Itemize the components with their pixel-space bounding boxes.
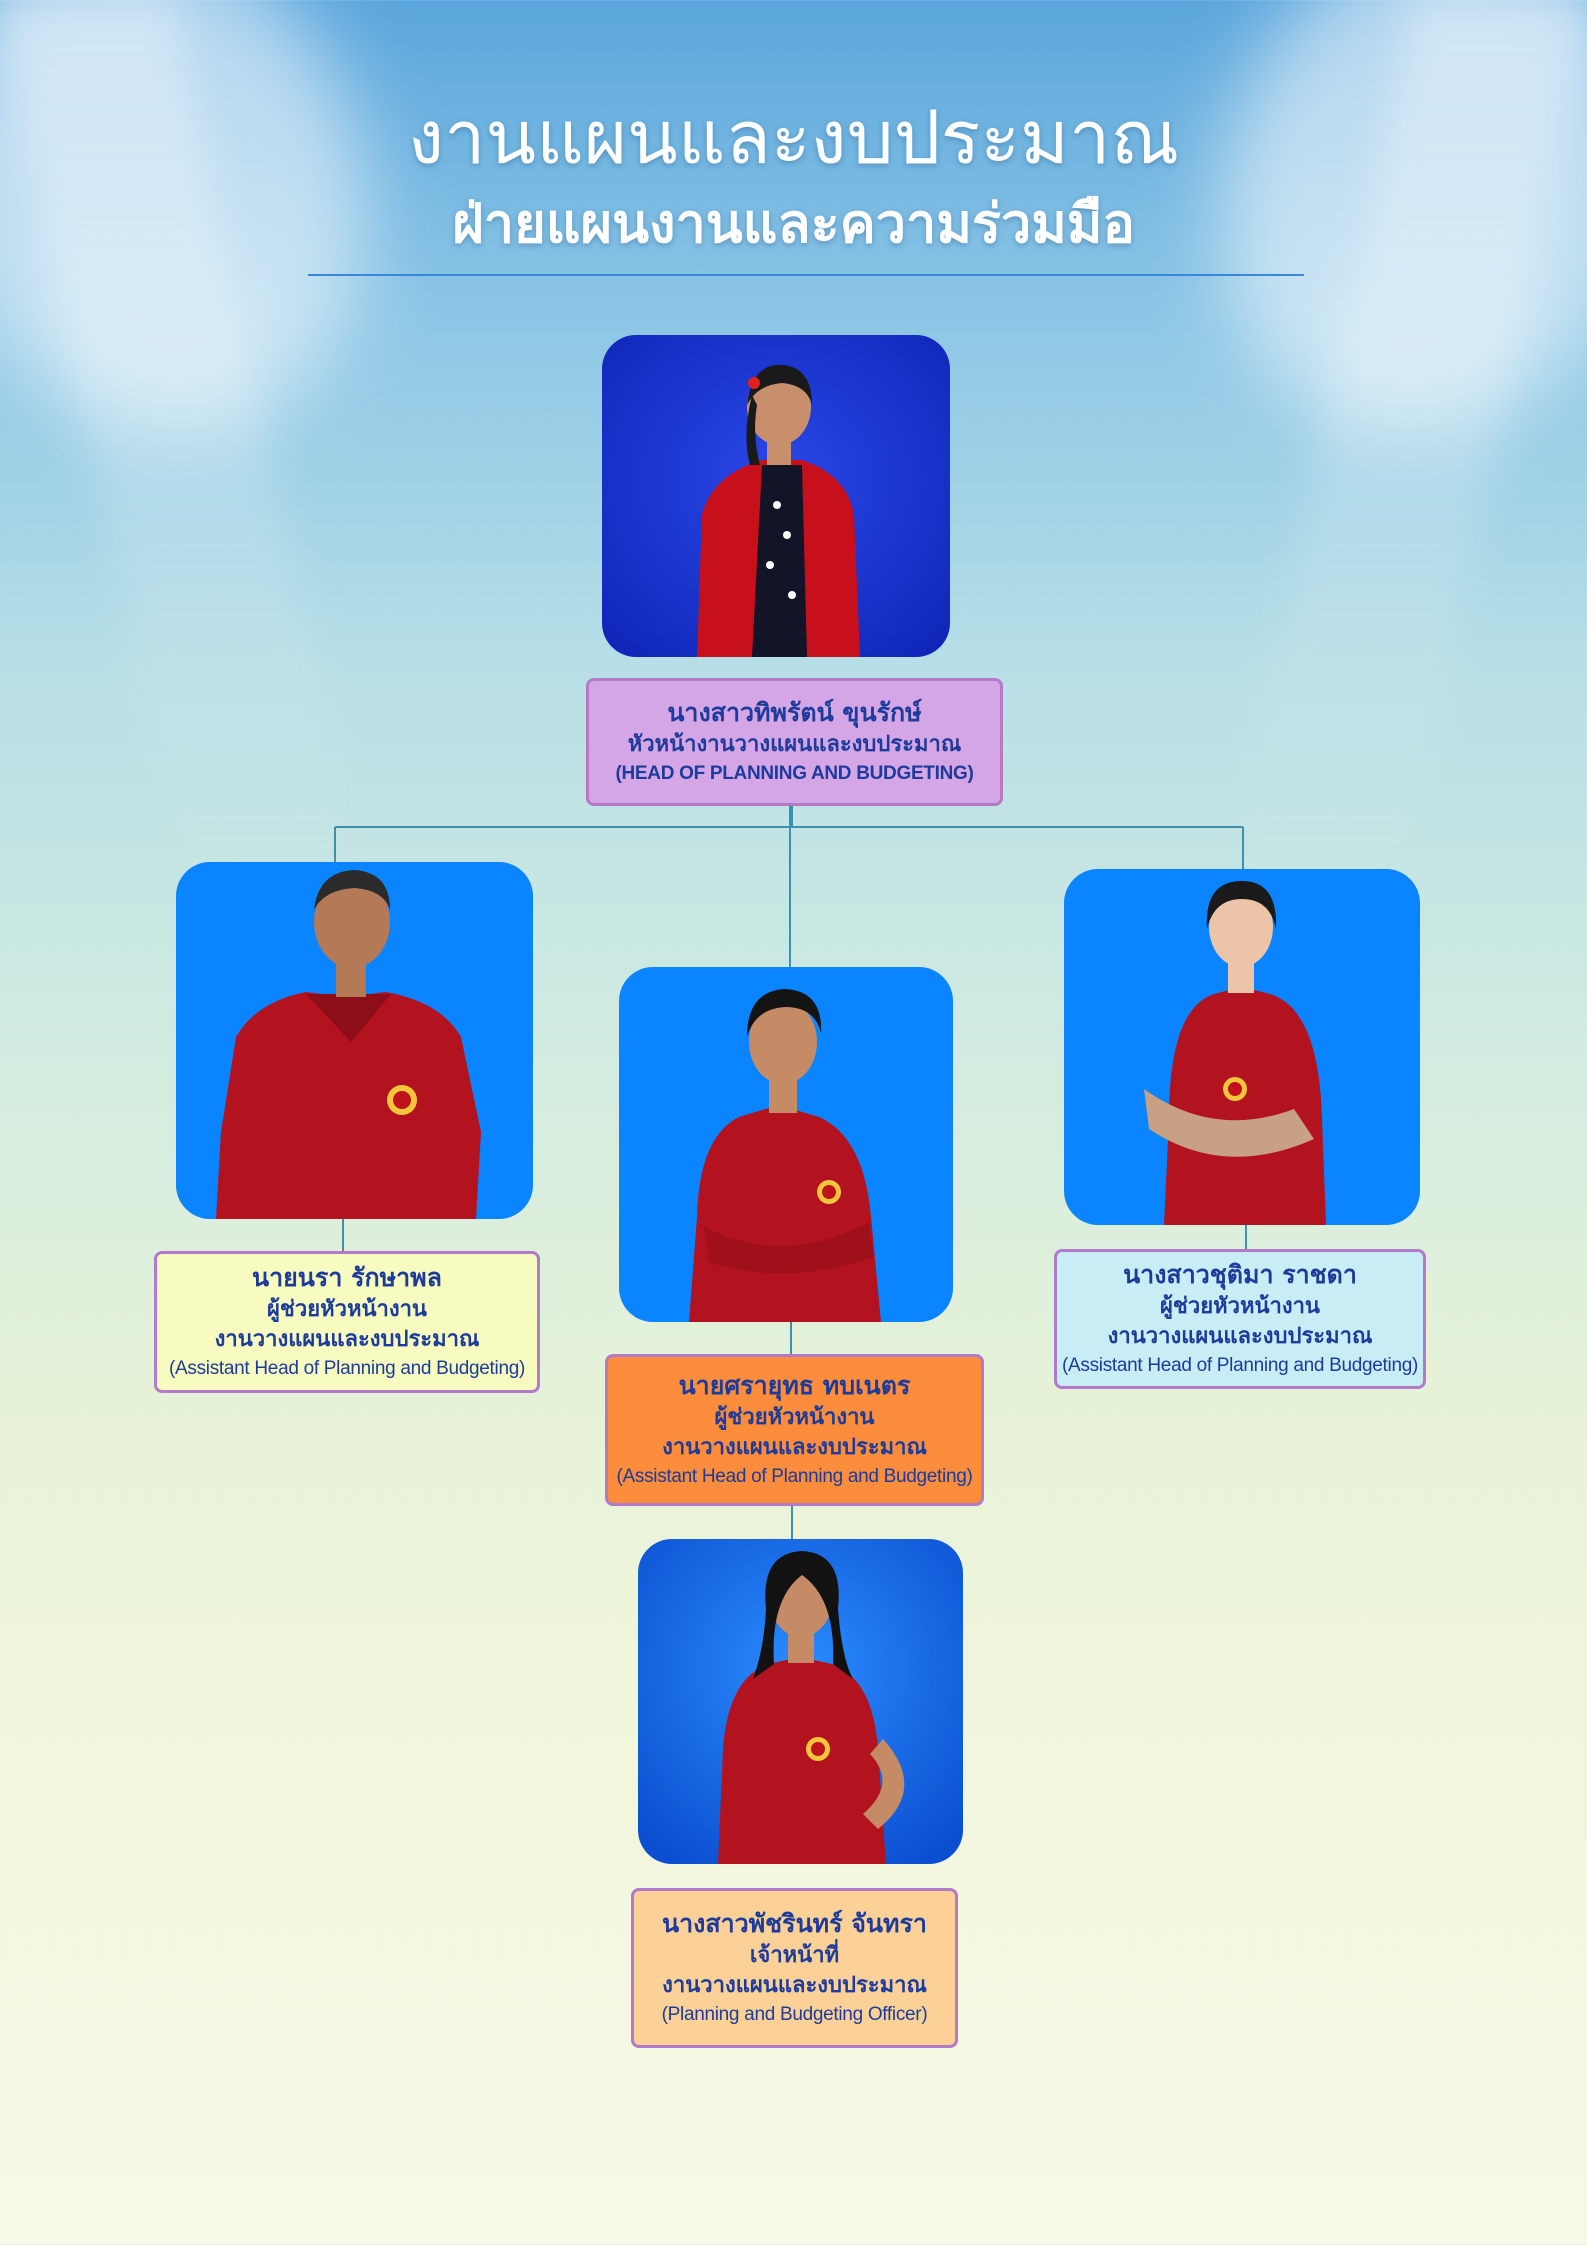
head-role: หัวหน้างานวางแผนและงบประมาณ <box>627 732 962 757</box>
head-role-en: (HEAD OF PLANNING AND BUDGETING) <box>615 763 974 784</box>
photo-officer <box>638 1539 963 1864</box>
head-name: นางสาวทิพรัตน์ ขุนรักษ์ <box>667 698 922 727</box>
page-title: งานแผนและงบประมาณ <box>407 95 1180 181</box>
right-role-en: (Assistant Head of Planning and Budgetin… <box>1061 1355 1419 1376</box>
left-name: นายนรา รักษาพล <box>252 1263 442 1292</box>
officer-role-2: งานวางแผนและงบประมาณ <box>662 1973 927 1998</box>
right-name: นางสาวชุติมา ราชดา <box>1123 1260 1357 1289</box>
right-role-2: งานวางแผนและงบประมาณ <box>1107 1324 1373 1349</box>
left-role: ผู้ช่วยหัวหน้างาน <box>267 1297 427 1322</box>
left-role-2: งานวางแผนและงบประมาณ <box>214 1327 480 1352</box>
card-left: นายนรา รักษาพล ผู้ช่วยหัวหน้างาน งานวางแ… <box>154 1251 540 1393</box>
middle-role-en: (Assistant Head of Planning and Budgetin… <box>616 1466 973 1487</box>
photo-right <box>1064 869 1420 1225</box>
photo-middle <box>619 967 953 1322</box>
middle-role: ผู้ช่วยหัวหน้างาน <box>714 1405 875 1430</box>
card-right: นางสาวชุติมา ราชดา ผู้ช่วยหัวหน้างาน งาน… <box>1054 1249 1426 1389</box>
page-subtitle: ฝ่ายแผนงานและความร่วมมือ <box>452 192 1135 255</box>
middle-name: นายศรายุทธ ทบเนตร <box>678 1371 911 1400</box>
card-middle: นายศรายุทธ ทบเนตร ผู้ช่วยหัวหน้างาน งานว… <box>605 1354 984 1506</box>
officer-role: เจ้าหน้าที่ <box>749 1943 840 1968</box>
middle-role-2: งานวางแผนและงบประมาณ <box>662 1435 927 1460</box>
left-role-en: (Assistant Head of Planning and Budgetin… <box>168 1358 526 1379</box>
right-role: ผู้ช่วยหัวหน้างาน <box>1160 1294 1320 1319</box>
card-head: นางสาวทิพรัตน์ ขุนรักษ์ หัวหน้างานวางแผน… <box>586 678 1003 806</box>
officer-role-en: (Planning and Budgeting Officer) <box>661 2004 928 2025</box>
card-officer: นางสาวพัชรินทร์ จันทรา เจ้าหน้าที่ งานวา… <box>631 1888 958 2048</box>
photo-left <box>176 862 533 1219</box>
photo-head <box>602 335 950 657</box>
officer-name: นางสาวพัชรินทร์ จันทรา <box>662 1909 927 1938</box>
title-divider <box>308 274 1304 276</box>
